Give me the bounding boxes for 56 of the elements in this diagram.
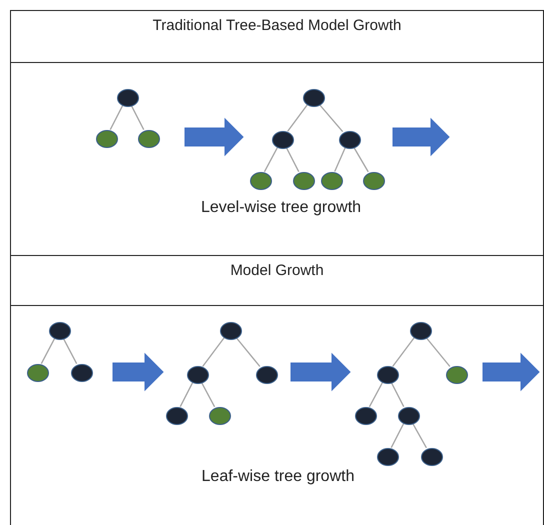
block-arrow: [290, 352, 351, 392]
tree-node: [398, 407, 420, 425]
tree-branch-line: [334, 147, 346, 172]
tree-node: [250, 172, 272, 190]
tree-branch-line: [202, 337, 225, 367]
tree-node: [446, 366, 468, 384]
tree-branch-line: [426, 337, 450, 367]
tree-branch-line: [392, 337, 415, 367]
tree-branch-line: [130, 105, 144, 130]
tree-branch-line: [368, 382, 384, 408]
caption-text: Leaf-wise tree growth: [202, 468, 354, 486]
tree-node: [71, 364, 93, 382]
header-text: Model Growth: [229, 262, 325, 279]
tree-branch-line: [318, 104, 344, 132]
tree-branch-line: [62, 338, 78, 364]
tree-node: [272, 131, 294, 149]
tree-node: [49, 322, 71, 340]
tree-node: [166, 407, 188, 425]
caption-text: Level-wise tree growth: [200, 199, 362, 217]
tree-node: [293, 172, 315, 190]
block-arrow: [112, 352, 164, 392]
tree-branch-line: [200, 382, 216, 408]
tree-branch-line: [236, 337, 260, 367]
tree-branch-line: [390, 382, 404, 407]
tree-node: [220, 322, 242, 340]
tree-node: [209, 407, 231, 425]
tree-node: [187, 366, 209, 384]
tree-node: [377, 448, 399, 466]
tree-branch-line: [264, 146, 278, 172]
block-arrow: [482, 352, 540, 392]
tree-branch-line: [412, 422, 427, 448]
tree-node: [421, 448, 443, 466]
block-arrow: [184, 118, 244, 156]
tree-node: [321, 172, 343, 190]
tree-branch-line: [353, 146, 369, 172]
tree-node: [303, 89, 325, 107]
tree-branch-line: [110, 105, 124, 130]
header-cell: [10, 10, 544, 63]
tree-branch-line: [286, 147, 300, 172]
tree-branch-line: [287, 104, 308, 132]
header-text: Traditional Tree-Based Model Growth: [152, 17, 402, 34]
tree-node: [27, 364, 49, 382]
tree-node: [377, 366, 399, 384]
tree-node: [410, 322, 432, 340]
tree-node: [138, 130, 160, 148]
tree-node: [339, 131, 361, 149]
block-arrow: [392, 118, 450, 156]
header-cell: [10, 255, 544, 306]
tree-node: [117, 89, 139, 107]
tree-branch-line: [40, 338, 56, 364]
tree-node: [355, 407, 377, 425]
tree-branch-line: [180, 382, 194, 407]
tree-branch-line: [390, 423, 404, 448]
tree-node: [96, 130, 118, 148]
tree-node: [256, 366, 278, 384]
tree-node: [363, 172, 385, 190]
